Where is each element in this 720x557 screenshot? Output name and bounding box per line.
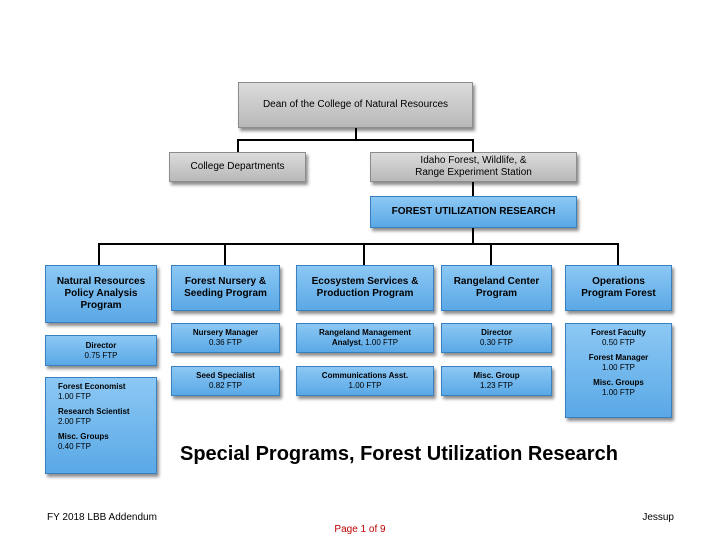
- position-title: Forest Manager: [588, 353, 649, 362]
- college-departments-label: College Departments: [190, 161, 285, 172]
- experiment-station-label-2: Range Experiment Station: [415, 167, 532, 178]
- position-entry: Misc. Groups 0.40 FTP: [58, 432, 109, 452]
- position-box-seed-specialist: Seed Specialist 0.82 FTP: [171, 366, 280, 396]
- forest-utilization-research-label: FOREST UTILIZATION RESEARCH: [391, 206, 556, 217]
- connector-line: [237, 139, 239, 153]
- program-box-rangeland-center: Rangeland Center Program: [441, 265, 552, 311]
- program-box-ecosystem-services: Ecosystem Services & Production Program: [296, 265, 434, 311]
- position-box-rangeland-director: Director 0.30 FTP: [441, 323, 552, 353]
- position-ftp: 2.00 FTP: [58, 417, 91, 426]
- position-ftp: 1.00 FTP: [602, 363, 635, 372]
- program-box-policy-analysis: Natural Resources Policy Analysis Progra…: [45, 265, 157, 323]
- position-title: Communications Asst.: [321, 371, 409, 380]
- position-title: Rangeland Management: [318, 328, 411, 337]
- position-title: Nursery Manager: [192, 328, 259, 337]
- position-ftp: 0.50 FTP: [602, 338, 635, 347]
- connector-line: [237, 139, 473, 141]
- connector-line: [472, 182, 474, 196]
- position-title: Director: [85, 340, 117, 350]
- connector-line: [617, 243, 619, 265]
- position-title: Seed Specialist: [196, 371, 255, 380]
- position-entry: Forest Faculty 0.50 FTP: [591, 328, 646, 348]
- position-entry: Research Scientist 2.00 FTP: [58, 407, 130, 427]
- position-ftp: 1.00 FTP: [58, 392, 91, 401]
- page-number: Page 1 of 9: [334, 524, 386, 535]
- program-box-forest-nursery: Forest Nursery & Seeding Program: [171, 265, 280, 311]
- program-label-line: Rangeland Center: [453, 276, 540, 287]
- program-label-line: Forest Nursery &: [184, 276, 267, 287]
- dean-label: Dean of the College of Natural Resources: [262, 99, 449, 110]
- position-title: Analyst: [331, 338, 361, 347]
- connector-line: [472, 228, 474, 244]
- program-label-line: Program: [475, 288, 518, 299]
- position-title: Forest Faculty: [591, 328, 646, 337]
- position-ftp: 0.82 FTP: [209, 381, 242, 390]
- position-box-rangeland-analyst: Rangeland Management Analyst, 1.00 FTP: [296, 323, 434, 353]
- connector-line: [363, 243, 365, 265]
- connector-line: [472, 139, 474, 153]
- footer-left: FY 2018 LBB Addendum: [47, 512, 157, 523]
- dean-box: Dean of the College of Natural Resources: [238, 82, 473, 128]
- program-box-operations-forest: Operations Program Forest: [565, 265, 672, 311]
- position-title: Misc. Groups: [58, 432, 109, 441]
- slide-title: Special Programs, Forest Utilization Res…: [180, 443, 618, 465]
- program-label-line: Ecosystem Services &: [311, 276, 419, 287]
- program-label-line: Natural Resources: [56, 276, 146, 287]
- program-label-line: Seeding Program: [184, 288, 267, 299]
- position-box-communications-asst: Communications Asst. 1.00 FTP: [296, 366, 434, 396]
- position-ftp: 1.00 FTP: [602, 388, 635, 397]
- position-ftp: 1.00 FTP: [348, 381, 382, 390]
- position-ftp-line: Analyst, 1.00 FTP: [332, 338, 398, 348]
- footer-right: Jessup: [642, 512, 674, 523]
- connector-line: [355, 128, 357, 140]
- position-entry: Misc. Groups 1.00 FTP: [593, 378, 644, 398]
- program-label-line: Program: [80, 300, 122, 311]
- position-title: Misc. Group: [473, 371, 520, 380]
- position-ftp: 0.36 FTP: [209, 338, 242, 347]
- connector-line: [98, 243, 618, 245]
- program-label-line: Production Program: [316, 288, 414, 299]
- connector-line: [224, 243, 226, 265]
- position-box-director: Director 0.75 FTP: [45, 335, 157, 366]
- connector-line: [98, 243, 100, 265]
- position-entry: Forest Manager 1.00 FTP: [589, 353, 649, 373]
- program-label-line: Program Forest: [581, 288, 656, 299]
- position-title: Director: [481, 328, 512, 337]
- program-label-line: Policy Analysis: [64, 288, 138, 299]
- position-entry: Forest Economist 1.00 FTP: [58, 382, 126, 402]
- position-title: Misc. Groups: [593, 378, 644, 387]
- position-title: Forest Economist: [58, 382, 126, 391]
- position-box-misc-group: Misc. Group 1.23 FTP: [441, 366, 552, 396]
- position-ftp: 1.23 FTP: [480, 381, 513, 390]
- position-title: Research Scientist: [58, 407, 130, 416]
- position-ftp: , 1.00 FTP: [360, 338, 399, 347]
- position-box-nursery-manager: Nursery Manager 0.36 FTP: [171, 323, 280, 353]
- position-ftp: 0.30 FTP: [480, 338, 513, 347]
- college-departments-box: College Departments: [169, 152, 306, 182]
- position-group-box-operations: Forest Faculty 0.50 FTP Forest Manager 1…: [565, 323, 672, 418]
- program-label-line: Operations: [592, 276, 645, 287]
- position-ftp: 0.40 FTP: [58, 442, 91, 451]
- connector-line: [490, 243, 492, 265]
- experiment-station-box: Idaho Forest, Wildlife, & Range Experime…: [370, 152, 577, 182]
- experiment-station-label-1: Idaho Forest, Wildlife, &: [420, 155, 527, 166]
- forest-utilization-research-box: FOREST UTILIZATION RESEARCH: [370, 196, 577, 228]
- position-ftp: 0.75 FTP: [84, 350, 118, 360]
- position-group-box-policy: Forest Economist 1.00 FTP Research Scien…: [45, 377, 157, 474]
